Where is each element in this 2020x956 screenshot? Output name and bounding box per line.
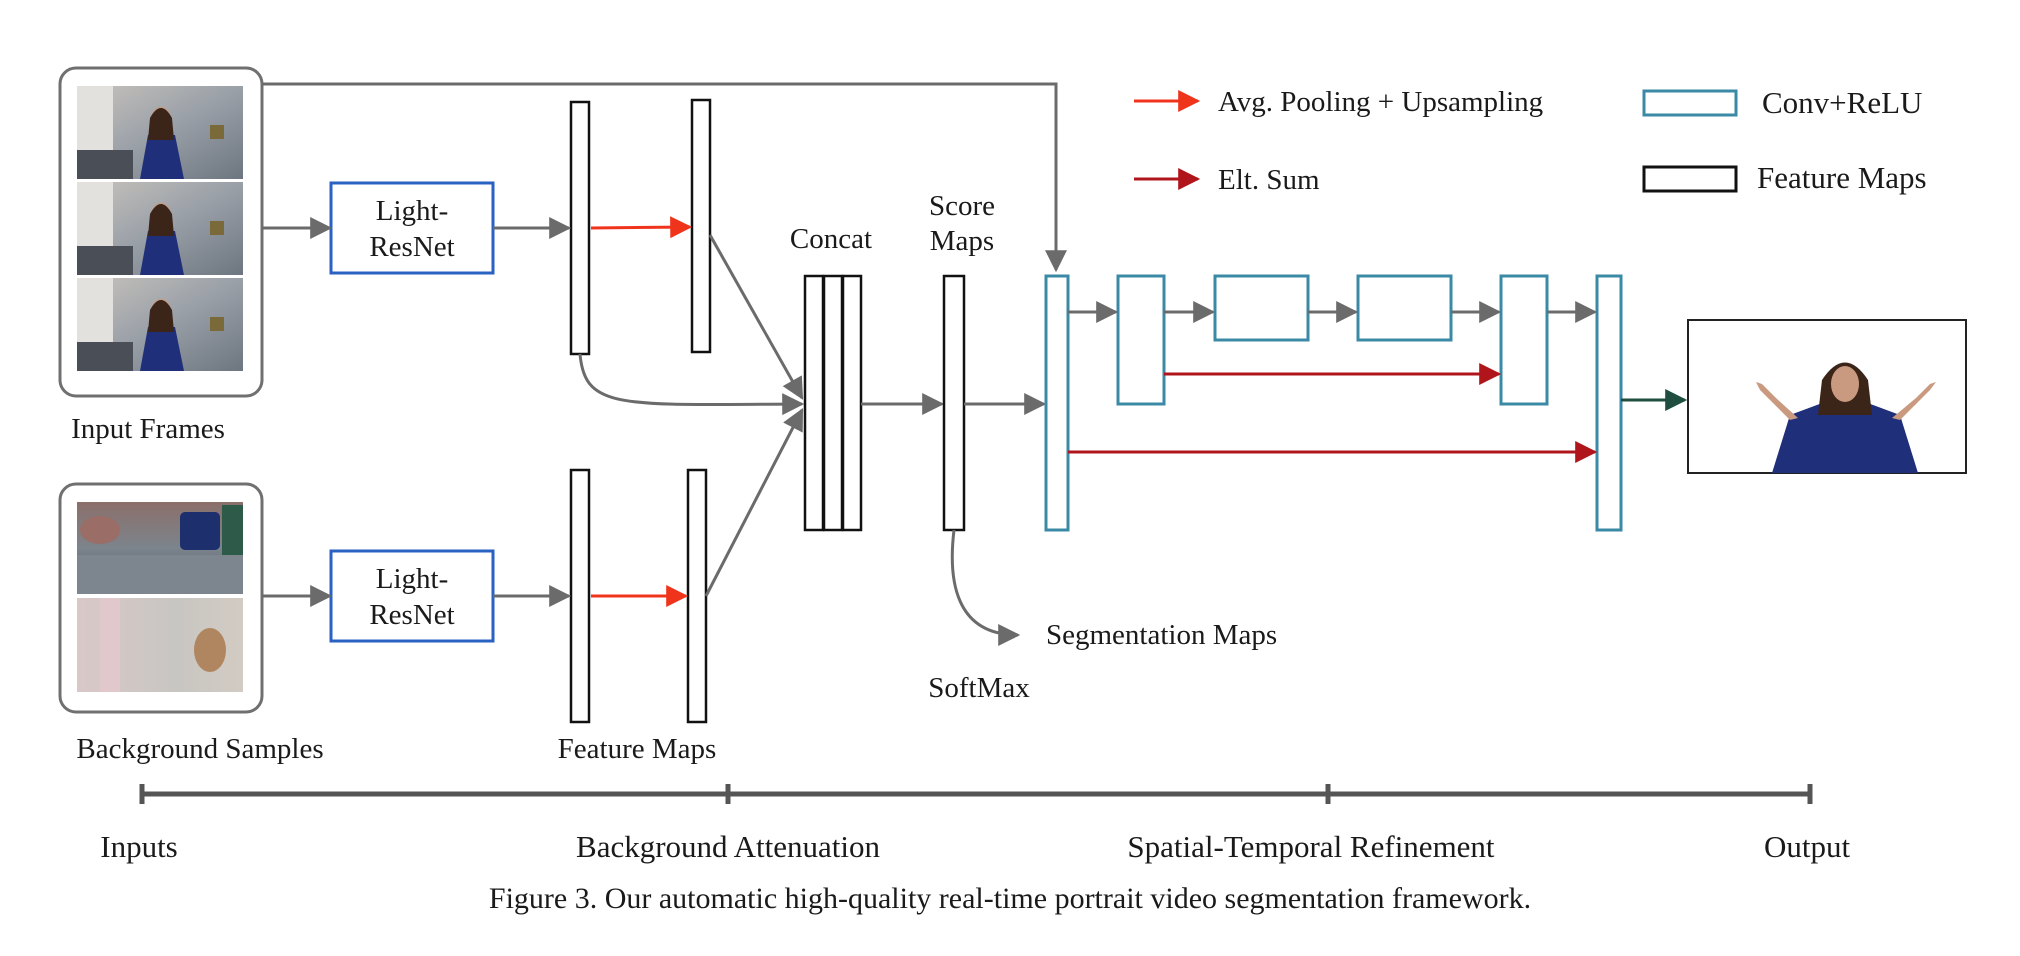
conv-block-1 [1044, 274, 1070, 532]
conv-block-3 [1213, 274, 1310, 342]
arrow-softmax-to-segmentation [950, 529, 1021, 646]
background-samples-panel [58, 482, 264, 714]
legend-feature-maps-swatch [1642, 165, 1738, 193]
conv-block-5 [1499, 274, 1549, 406]
output-portrait [1756, 362, 1936, 473]
concat-bar-3 [841, 274, 863, 532]
stage-label-refinement: Spatial-Temporal Refinement [1127, 829, 1495, 864]
legend-conv-relu-label: Conv+ReLU [1762, 85, 1922, 120]
conv-block-2 [1116, 274, 1166, 406]
feature-map-bottom-2 [686, 468, 708, 724]
conv-block-4 [1356, 274, 1453, 342]
feature-map-top-1 [569, 100, 591, 356]
input-frames-label: Input Frames [71, 413, 225, 445]
background-samples-label: Background Samples [76, 733, 323, 765]
conv-block-6 [1595, 274, 1623, 532]
score-maps-label-line2: Maps [930, 225, 994, 257]
light-resnet-top-line2: ResNet [369, 231, 454, 263]
arrow-avgpool-top [590, 216, 693, 239]
legend-elt-sum-label: Elt. Sum [1218, 164, 1320, 196]
arrow-skip-input-to-refine [262, 82, 1067, 273]
stage-label-inputs: Inputs [100, 829, 178, 864]
light-resnet-bottom-box [329, 549, 495, 643]
concat-label: Concat [790, 223, 872, 255]
arrow-top1-to-concat [578, 353, 805, 416]
arrow-bottom2-to-concat [704, 408, 804, 597]
feature-map-bottom-1 [569, 468, 591, 724]
background-sample-2 [77, 598, 243, 692]
legend-avg-pool-label: Avg. Pooling + Upsampling [1218, 86, 1543, 118]
concat-bar-1 [803, 274, 825, 532]
figure-caption: Figure 3. Our automatic high-quality rea… [489, 882, 1531, 915]
softmax-label: SoftMax [928, 672, 1030, 704]
input-frame-2 [77, 182, 243, 275]
segmentation-maps-label: Segmentation Maps [1046, 619, 1277, 651]
input-frame-3 [77, 278, 243, 371]
feature-maps-label: Feature Maps [558, 733, 717, 765]
arrow-top2-to-concat [708, 234, 804, 400]
input-frames-panel [58, 66, 264, 398]
input-frame-1 [77, 86, 243, 179]
score-maps-label-line1: Score [929, 190, 995, 222]
legend-conv-relu-swatch [1642, 89, 1738, 117]
light-resnet-bottom-line1: Light- [376, 563, 449, 595]
concat-bar-2 [822, 274, 844, 532]
legend-feature-maps-label: Feature Maps [1757, 160, 1927, 195]
light-resnet-bottom-line2: ResNet [369, 599, 454, 631]
stage-label-background-attenuation: Background Attenuation [576, 829, 880, 864]
stage-label-output: Output [1764, 829, 1851, 864]
background-sample-1 [77, 502, 243, 594]
score-map-bar [942, 274, 966, 532]
feature-map-top-2 [690, 98, 712, 354]
light-resnet-top-line1: Light- [376, 195, 449, 227]
